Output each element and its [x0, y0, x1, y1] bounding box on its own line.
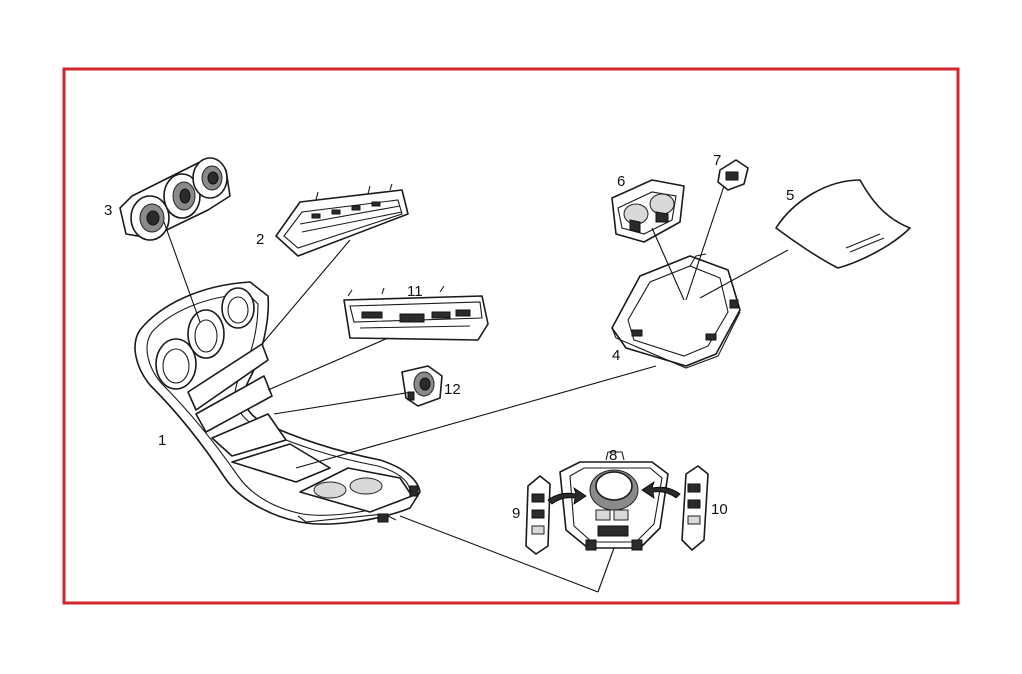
callout-8: 8 — [609, 447, 617, 464]
callout-9: 9 — [512, 505, 520, 522]
callout-1: 1 — [158, 432, 166, 449]
part-7-switch — [717, 159, 749, 191]
part-1-center-console-trim — [134, 281, 421, 525]
callout-4: 4 — [612, 347, 620, 364]
part-8-controller-unit — [559, 451, 669, 551]
callout-2: 2 — [256, 231, 264, 248]
left-insert-arrow — [547, 487, 587, 505]
callout-3: 3 — [104, 202, 112, 219]
callout-5: 5 — [786, 187, 794, 204]
callout-7: 7 — [713, 152, 721, 169]
part-6-cupholder-insert — [611, 179, 685, 243]
part-11-control-panel — [343, 285, 489, 341]
part-2-climate-panel — [275, 183, 409, 257]
leader-lines — [163, 185, 789, 593]
callout-12: 12 — [444, 381, 461, 398]
callout-11: 11 — [407, 283, 423, 300]
diagram-frame — [62, 67, 960, 605]
callout-6: 6 — [617, 173, 625, 190]
part-4-storage-housing — [611, 253, 741, 369]
part-12-small-module — [401, 365, 443, 407]
part-3-air-vents — [119, 157, 231, 241]
part-9-left-switch-strip — [525, 475, 551, 555]
right-insert-arrow — [641, 481, 681, 499]
part-10-right-switch-strip — [681, 465, 709, 551]
callout-10: 10 — [711, 501, 728, 518]
part-5-cover-panel — [775, 179, 911, 269]
